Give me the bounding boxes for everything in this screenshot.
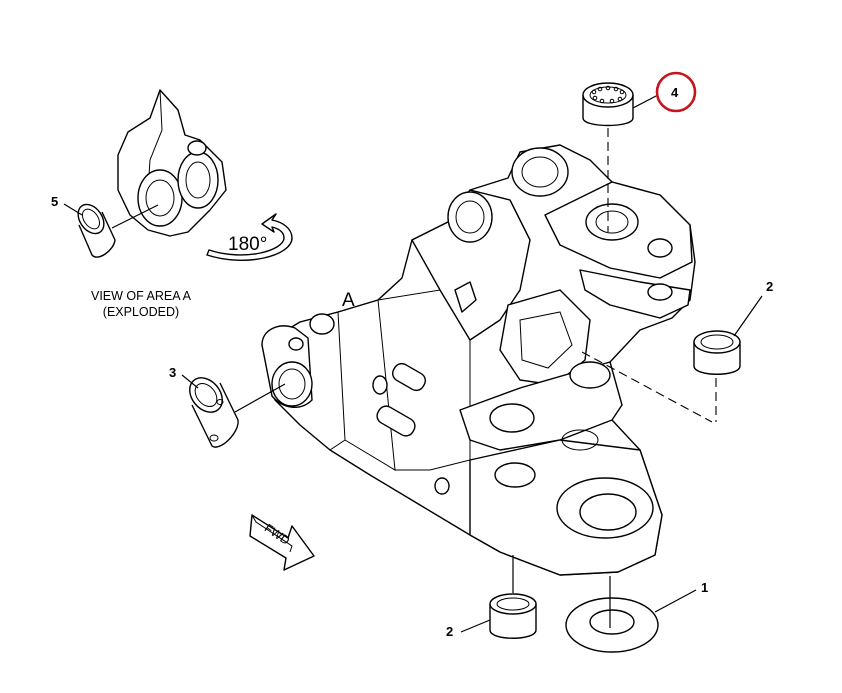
- callout-2-bottom: 2: [446, 624, 453, 639]
- callout-1-leader: [654, 589, 697, 613]
- callout-4-highlight-circle: [655, 71, 697, 113]
- part-3-sleeve: [189, 377, 239, 448]
- view-caption-line1: VIEW OF AREA A: [91, 289, 192, 303]
- part-2-bushing-right: [693, 330, 741, 375]
- part-2-right-path-line: [581, 351, 717, 423]
- part-3-leader-line: [234, 383, 286, 413]
- area-a-label: A: [342, 290, 355, 311]
- rotation-arrow: [206, 213, 293, 261]
- callout-5: 5: [51, 194, 58, 209]
- rotation-label: 180°: [228, 234, 267, 255]
- view-caption-line2: (EXPLODED): [103, 305, 179, 319]
- frame-assembly: [261, 144, 696, 576]
- callout-1: 1: [701, 580, 708, 595]
- callout-3-leader: [181, 374, 199, 389]
- callout-2-top-leader: [733, 295, 763, 337]
- callout-2-top: 2: [766, 279, 773, 294]
- callout-3: 3: [169, 365, 176, 380]
- part-2-bushing-bottom: [489, 593, 537, 639]
- part-5-leader-line: [111, 204, 159, 229]
- view-area-a-inset: [77, 89, 227, 258]
- callout-2-bottom-leader: [460, 619, 491, 633]
- callout-4: 4: [671, 85, 679, 100]
- callout-5-leader: [63, 203, 83, 216]
- part-4-bearing: [582, 82, 634, 127]
- callout-4-leader: [632, 94, 659, 109]
- part-1-washer: [565, 597, 659, 653]
- fwd-arrow: [249, 514, 315, 571]
